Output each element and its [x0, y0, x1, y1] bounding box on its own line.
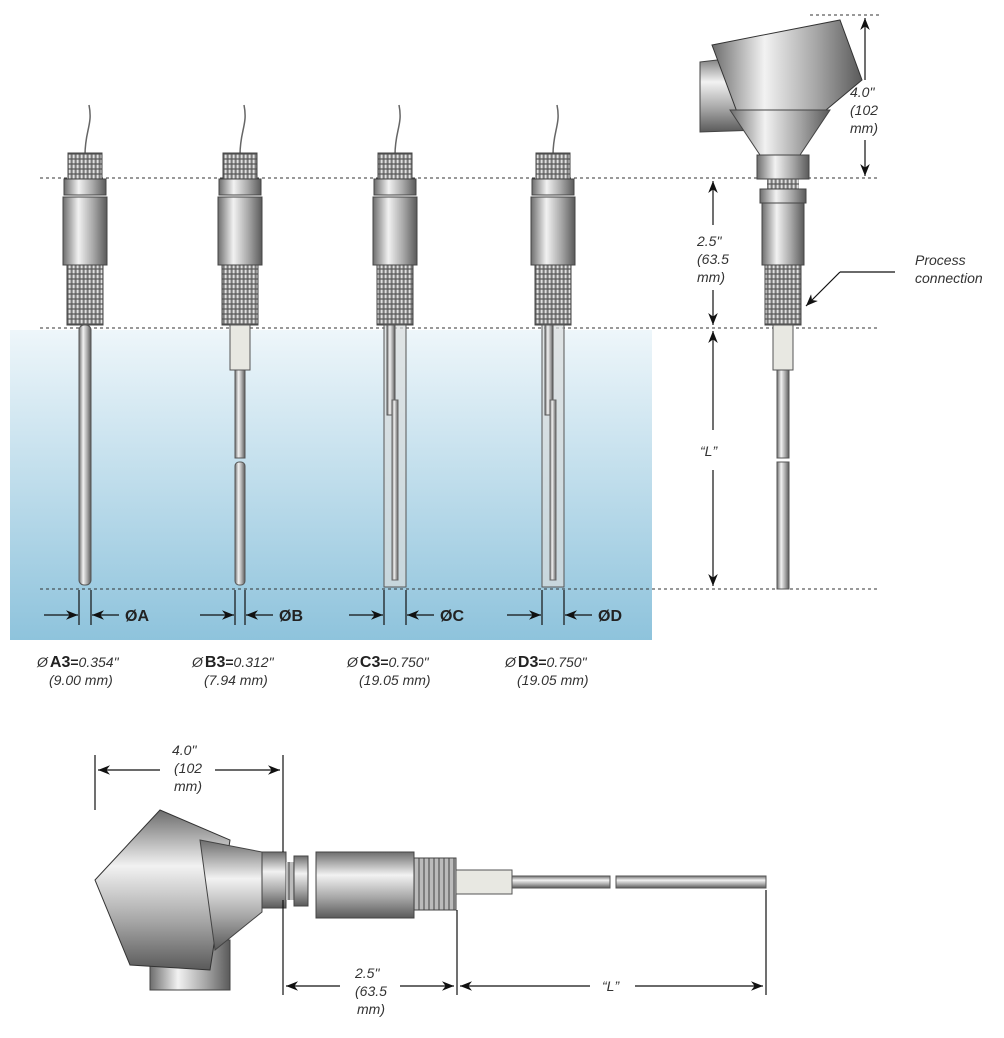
lock-nut [63, 178, 107, 196]
diameter-label: ØA [125, 608, 149, 625]
probe-1 [217, 104, 263, 586]
equals-sign: = [70, 654, 78, 670]
probe-2 [372, 104, 418, 588]
hex-body [372, 196, 418, 266]
size-code: B3 [205, 654, 226, 671]
head-height-mm: (102 [850, 102, 878, 118]
bottom-hex-mm-unit: mm) [357, 1001, 385, 1017]
inner-element [391, 399, 399, 581]
nipple-thread [535, 152, 571, 180]
probe-with-head-vertical [699, 19, 863, 590]
probe-0 [62, 104, 108, 586]
head-height-inch: 4.0" [850, 84, 875, 100]
process-thread [376, 264, 414, 326]
size-mm: (19.05 mm) [517, 672, 589, 688]
diameter-label: ØB [279, 608, 303, 625]
transition [229, 324, 251, 371]
diameter-label: ØC [440, 608, 464, 625]
hex-length-mm-unit: mm) [697, 269, 725, 285]
size-inch: 0.750" [547, 654, 588, 670]
lock-nut [531, 178, 575, 196]
hex-length-dimension-vertical: 2.5" (63.5 mm) [696, 181, 729, 325]
nipple-thread [67, 152, 103, 180]
bottom-head-mm-unit: mm) [174, 778, 202, 794]
sheath-tip [234, 461, 246, 586]
bottom-immersion-label: “L” [602, 978, 620, 994]
inner-element [549, 399, 557, 581]
immersion-length-dimension-vertical: “L” [700, 331, 718, 586]
size-mm: (19.05 mm) [359, 672, 431, 688]
diameter-symbol: Ø [504, 654, 517, 670]
diameter-symbol: Ø [191, 654, 204, 670]
lock-nut [373, 178, 417, 196]
hex-length-inch: 2.5" [696, 233, 722, 249]
immersion-length-label: “L” [700, 443, 718, 459]
lead-wire [239, 104, 246, 156]
equals-sign: = [538, 654, 546, 670]
head-height-mm-unit: mm) [850, 120, 878, 136]
process-thread [534, 264, 572, 326]
diameter-label: ØD [598, 608, 622, 625]
nipple-thread [222, 152, 258, 180]
process-thread [221, 264, 259, 326]
sheath [234, 369, 246, 459]
probe-3 [530, 104, 576, 588]
wrench-flat [386, 324, 396, 416]
size-inch: 0.750" [389, 654, 430, 670]
lead-wire [394, 104, 401, 156]
lead-wire [84, 104, 91, 156]
reference-lines [40, 177, 880, 590]
nipple-thread [377, 152, 413, 180]
wrench-flat [544, 324, 554, 416]
size-code: A3 [50, 654, 71, 671]
diameter-symbol: Ø [346, 654, 359, 670]
process-connection-callout: Process connection [805, 252, 983, 307]
size-inch: 0.312" [234, 654, 275, 670]
hex-body [62, 196, 108, 266]
process-connection-label-2: connection [915, 270, 983, 286]
hex-length-mm: (63.5 [697, 251, 729, 267]
bottom-hex-inch: 2.5" [354, 965, 380, 981]
bottom-hex-mm: (63.5 [355, 983, 387, 999]
bottom-head-inch: 4.0" [172, 742, 197, 758]
size-inch: 0.354" [79, 654, 120, 670]
size-code: D3 [518, 654, 539, 671]
size-mm: (7.94 mm) [204, 672, 268, 688]
size-mm: (9.00 mm) [49, 672, 113, 688]
sheath [78, 324, 92, 586]
hex-body [217, 196, 263, 266]
hex-body [530, 196, 576, 266]
head-height-dimension: 4.0" (102 mm) [810, 14, 880, 176]
process-thread [66, 264, 104, 326]
equals-sign: = [380, 654, 388, 670]
lead-wire [552, 104, 559, 156]
probe-with-head-horizontal [94, 809, 767, 991]
lock-nut [218, 178, 262, 196]
bottom-head-mm: (102 [174, 760, 202, 776]
size-code: C3 [360, 654, 381, 671]
equals-sign: = [225, 654, 233, 670]
bottom-dimensions: 4.0" (102 mm) 2.5" (63.5 mm) “L” [94, 742, 767, 1017]
process-connection-label: Process [915, 252, 966, 268]
diameter-symbol: Ø [36, 654, 49, 670]
